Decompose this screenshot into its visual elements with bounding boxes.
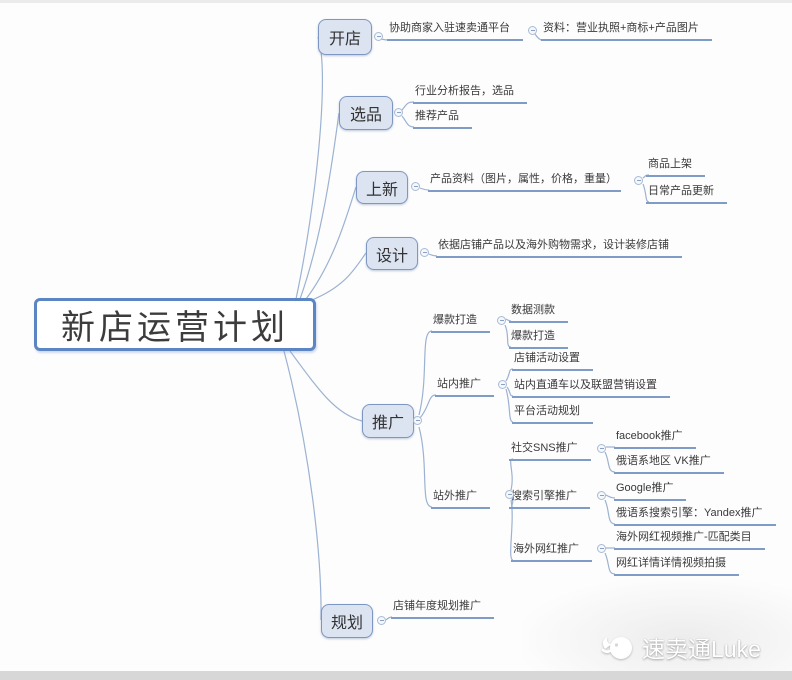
topic-google-promotion[interactable]: Google推广 bbox=[614, 481, 687, 501]
collapse-icon[interactable] bbox=[374, 32, 383, 41]
topic-influencer-video-promotion[interactable]: 海外网红视频推广-匹配类目 bbox=[614, 530, 765, 550]
top-edge-strip bbox=[0, 0, 792, 3]
collapse-icon[interactable] bbox=[505, 490, 514, 499]
branch-product-selection[interactable]: 选品 bbox=[339, 96, 393, 130]
topic-product-data[interactable]: 产品资料（图片，属性，价格，重量） bbox=[428, 172, 621, 192]
topic-onsite-cpc-affiliate-setup[interactable]: 站内直通车以及联盟营销设置 bbox=[512, 378, 670, 398]
topic-vk-promotion[interactable]: 俄语系地区 VK推广 bbox=[614, 454, 724, 474]
collapse-icon[interactable] bbox=[634, 176, 643, 185]
branch-design[interactable]: 设计 bbox=[366, 237, 418, 270]
topic-annual-planning-promotion[interactable]: 店铺年度规划推广 bbox=[391, 599, 494, 619]
collapse-icon[interactable] bbox=[377, 616, 386, 625]
collapse-icon[interactable] bbox=[497, 316, 506, 325]
branch-new-arrival[interactable]: 上新 bbox=[356, 171, 408, 204]
topic-onsite-promotion[interactable]: 站内推广 bbox=[435, 377, 494, 397]
collapse-icon[interactable] bbox=[597, 544, 606, 553]
collapse-icon[interactable] bbox=[413, 416, 422, 425]
topic-hot-product-building[interactable]: 爆款打造 bbox=[431, 313, 490, 333]
watermark-label: 速卖通Luke bbox=[642, 636, 761, 662]
root-topic[interactable]: 新店运营计划 bbox=[34, 298, 316, 351]
branch-promotion[interactable]: 推广 bbox=[362, 404, 414, 438]
bottom-edge-strip bbox=[0, 671, 792, 680]
topic-hot-product-creation[interactable]: 爆款打造 bbox=[509, 329, 568, 349]
watermark-logo-icon bbox=[601, 637, 632, 659]
topic-store-decoration-design[interactable]: 依据店铺产品以及海外购物需求，设计装修店铺 bbox=[436, 238, 682, 258]
topic-industry-analysis-report[interactable]: 行业分析报告，选品 bbox=[413, 84, 527, 104]
topic-registration-materials[interactable]: 资料：营业执照+商标+产品图片 bbox=[541, 21, 712, 41]
topic-platform-activity-planning[interactable]: 平台活动规划 bbox=[512, 404, 593, 424]
topic-assist-merchant-onboarding[interactable]: 协助商家入驻速卖通平台 bbox=[387, 21, 523, 41]
branch-planning[interactable]: 规划 bbox=[321, 604, 373, 638]
topic-social-sns-promotion[interactable]: 社交SNS推广 bbox=[509, 441, 591, 461]
collapse-icon[interactable] bbox=[498, 380, 507, 389]
topic-recommended-products[interactable]: 推荐产品 bbox=[413, 109, 472, 129]
branch-open-store[interactable]: 开店 bbox=[318, 19, 372, 55]
connectors bbox=[283, 33, 650, 621]
topic-search-engine-promotion[interactable]: 搜索引擎推广 bbox=[509, 489, 590, 509]
topic-overseas-influencer-promotion[interactable]: 海外网红推广 bbox=[511, 542, 592, 562]
topic-product-listing[interactable]: 商品上架 bbox=[646, 157, 705, 177]
collapse-icon[interactable] bbox=[597, 491, 606, 500]
watermark: 速卖通Luke bbox=[598, 630, 761, 664]
topic-store-activity-setup[interactable]: 店铺活动设置 bbox=[512, 351, 593, 371]
collapse-icon[interactable] bbox=[420, 248, 429, 257]
topic-offsite-promotion[interactable]: 站外推广 bbox=[431, 489, 490, 509]
collapse-icon[interactable] bbox=[394, 108, 403, 117]
collapse-icon[interactable] bbox=[597, 444, 606, 453]
collapse-icon[interactable] bbox=[411, 182, 420, 191]
topic-data-testing[interactable]: 数据测款 bbox=[509, 303, 568, 323]
topic-yandex-promotion[interactable]: 俄语系搜索引擎：Yandex推广 bbox=[614, 506, 776, 526]
topic-daily-product-update[interactable]: 日常产品更新 bbox=[646, 184, 727, 204]
collapse-icon[interactable] bbox=[528, 26, 537, 35]
topic-facebook-promotion[interactable]: facebook推广 bbox=[614, 429, 696, 449]
watermark-background-shade bbox=[522, 578, 792, 678]
topic-influencer-detail-video[interactable]: 网红详情详情视频拍摄 bbox=[614, 556, 739, 576]
